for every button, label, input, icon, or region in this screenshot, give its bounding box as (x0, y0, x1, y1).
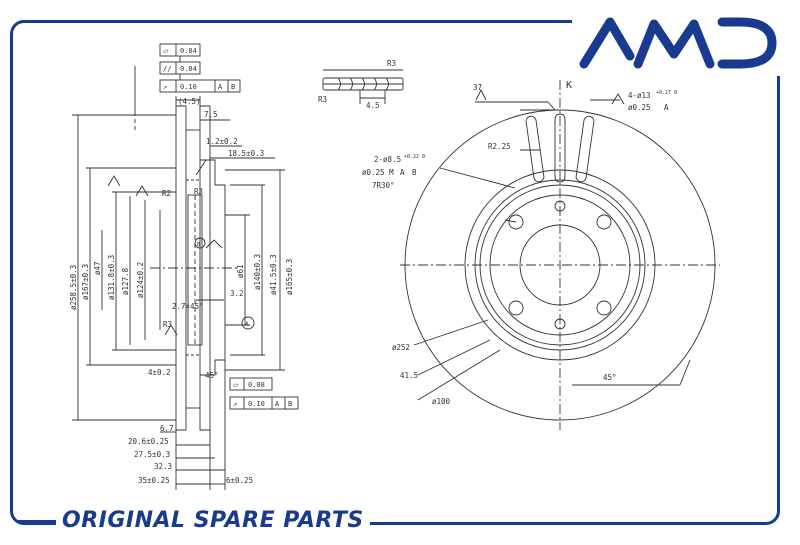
datum-b-front-2: B (412, 168, 417, 177)
radius-r3-bottom: R3 (163, 320, 172, 329)
drawing-frame (10, 20, 780, 525)
datum-a-front: A (664, 103, 669, 112)
dim-d124: ø124±0.2 (136, 262, 145, 298)
dim-d167: ø167±0.3 (81, 264, 90, 300)
dim-d127: ø127.8 (121, 267, 130, 295)
dim-d252: ø252 (392, 343, 410, 352)
tolerance-labels: ⏥ 0.04 // 0.04 ↗ 0.10 A B ⏥ 0.08 ↗ 0.10 … (163, 47, 292, 408)
datum-a-front-2: A (400, 168, 405, 177)
holes-4-label: 4-ø13 (628, 91, 651, 100)
dim-7-5: 7.5 (204, 110, 218, 119)
dim-d41-5: ø41.5±0.3 (269, 254, 278, 295)
flat-bottom-value: 0.08 (248, 381, 265, 389)
holes-4-tol: +0.27 0 (656, 90, 677, 96)
runout-symbol: ↗ (163, 83, 167, 91)
holes-2-tol: +0.22 0 (404, 154, 425, 160)
pos-tol-4: ø0.25 (628, 103, 651, 112)
disc-cross-section (72, 66, 299, 490)
holes-2-label: 2-ø8.5 (374, 155, 401, 164)
radius-r3-top: R3 (194, 187, 203, 196)
dim-d258: ø258.5±0.3 (69, 265, 78, 310)
dim-d61: ø61 (236, 264, 245, 278)
dim-6-7: 6.7 (160, 424, 174, 433)
dim-4-5-paren: (4.5) (178, 97, 201, 106)
detail-r3-left: R3 (318, 95, 327, 104)
datum-a-bottom: A (275, 400, 280, 408)
pos-tol-2: ø0.25 M (362, 168, 394, 177)
dim-3-2: 3.2 (230, 289, 244, 298)
dim-45deg: 45° (205, 371, 219, 380)
dim-41-5: 41.5 (400, 371, 418, 380)
footer-line (18, 520, 58, 523)
dim-chamfer: 2.7×45° (172, 302, 204, 311)
flatness-symbol: ⏥ (163, 47, 169, 55)
dim-d100: ø100 (432, 397, 451, 406)
runout-value: 0.10 (180, 83, 197, 91)
flatness-value: 0.04 (180, 47, 197, 55)
dim-20-6: 20.6±0.25 (128, 437, 169, 446)
datum-b-label: B (231, 83, 235, 91)
vent-detail (322, 69, 404, 104)
flat-bottom-symbol: ⏥ (233, 381, 239, 389)
parallel-symbol: // (163, 65, 171, 73)
amd-logo (572, 6, 787, 76)
radius-r2-25: R2.25 (488, 142, 511, 151)
dim-4: 4±0.2 (148, 368, 171, 377)
datum-a-circle-label: A (245, 321, 249, 328)
dim-45deg-front: 45° (603, 373, 617, 382)
dim-d47: ø47 (93, 261, 102, 275)
section-k-label: K (566, 80, 572, 91)
radius-r2: R2 (162, 189, 171, 198)
dim-32-3: 32.3 (154, 462, 172, 471)
dim-d131: ø131.8±0.3 (107, 255, 116, 300)
angle-7r30: 7R30° (372, 181, 395, 190)
dim-d165: ø165±0.3 (285, 259, 294, 295)
detail-r3-top: R3 (387, 59, 396, 68)
datum-b-circle-label: B (197, 242, 200, 248)
dim-18-5: 18.5±0.3 (228, 149, 264, 158)
dim-37: 37 (473, 83, 482, 92)
disc-front-view (400, 80, 720, 430)
dim-1-2: 1.2±0.2 (206, 137, 238, 146)
datum-b-bottom: B (288, 400, 292, 408)
parallel-value: 0.04 (180, 65, 197, 73)
detail-labels: R3 R3 4.5 (318, 59, 396, 110)
detail-dim-4-5: 4.5 (366, 101, 380, 110)
vertical-dimension-labels: ø258.5±0.3 ø167±0.3 ø47 ø131.8±0.3 ø127.… (69, 254, 294, 310)
dim-27-5: 27.5±0.3 (134, 450, 170, 459)
tolerance-frames (159, 43, 241, 93)
footer-slogan: ORIGINAL SPARE PARTS (56, 508, 370, 533)
dim-d140: ø140±0.3 (253, 254, 262, 290)
dim-35: 35±0.25 (138, 476, 170, 485)
amd-logo-graphic (579, 17, 777, 69)
datum-a-label: A (218, 83, 223, 91)
front-view-labels: K 37 R2.25 4-ø13 +0.27 0 ø0.25 A 2-ø8.5 … (362, 80, 677, 406)
runout-bottom-symbol: ↗ (233, 400, 237, 408)
section-dimension-labels: (4.5) 7.5 1.2±0.2 18.5±0.3 R2 R3 R3 2.7×… (128, 97, 264, 485)
runout-bottom-value: 0.10 (248, 400, 265, 408)
dim-6: 6±0.25 (226, 476, 253, 485)
